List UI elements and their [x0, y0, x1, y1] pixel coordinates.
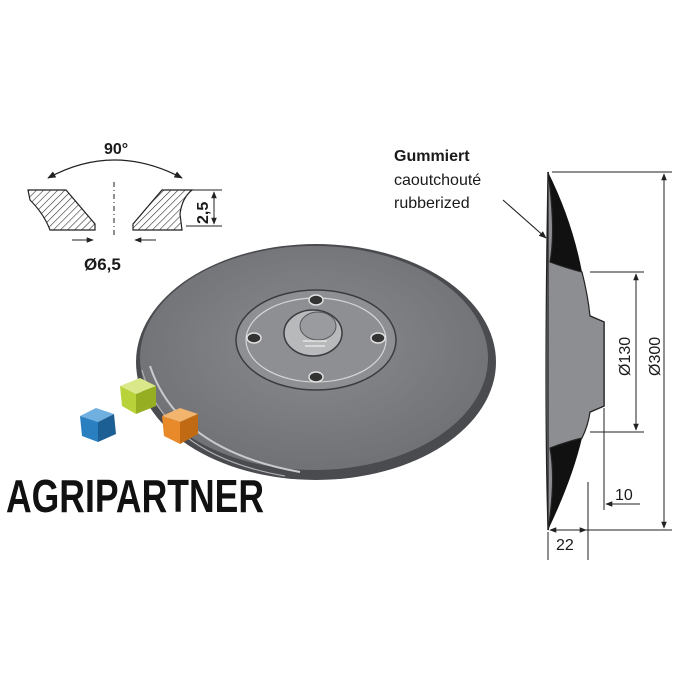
countersink-detail: 90° 2,5 Ø6,5	[27, 141, 222, 274]
disc-perspective	[136, 244, 496, 480]
hub-depth-label: 10	[615, 487, 633, 504]
bolt-hole	[308, 294, 324, 306]
bolt-hole	[246, 332, 262, 344]
countersink-section-left	[27, 189, 96, 231]
agripartner-logo: AGRIPARTNER	[6, 378, 264, 522]
side-profile: Gummiert caoutchouté rubberized Ø300 Ø13…	[394, 148, 672, 560]
total-depth-label: 22	[556, 537, 574, 554]
rubber-layer-bottom	[548, 438, 582, 530]
rubber-layer-top	[548, 172, 582, 272]
hub-boss-top	[299, 311, 337, 341]
outer-diameter-label: Ø300	[647, 337, 664, 376]
coating-label-en: rubberized	[394, 195, 470, 212]
coating-label-fr: caoutchouté	[394, 172, 481, 189]
hole-diameter-label: Ø6,5	[84, 255, 121, 274]
orange-cube-icon	[162, 408, 198, 444]
green-cube-icon	[120, 378, 156, 414]
hub-diameter-label: Ø130	[617, 337, 634, 376]
disc-body-section	[545, 171, 605, 531]
depth-label: 2,5	[195, 202, 212, 224]
coating-leader	[502, 199, 547, 239]
brand-name: AGRIPARTNER	[6, 470, 264, 522]
angle-arc	[47, 159, 183, 179]
disc-rim-highlight	[149, 365, 301, 473]
coating-label-de: Gummiert	[394, 148, 470, 165]
hub-boss-shine	[303, 340, 327, 347]
countersink-section-right	[132, 189, 194, 231]
blue-cube-icon	[80, 408, 116, 442]
bolt-hole	[370, 332, 386, 344]
bolt-hole	[308, 371, 324, 383]
bolt-holes	[246, 294, 386, 383]
angle-label: 90°	[104, 141, 128, 158]
